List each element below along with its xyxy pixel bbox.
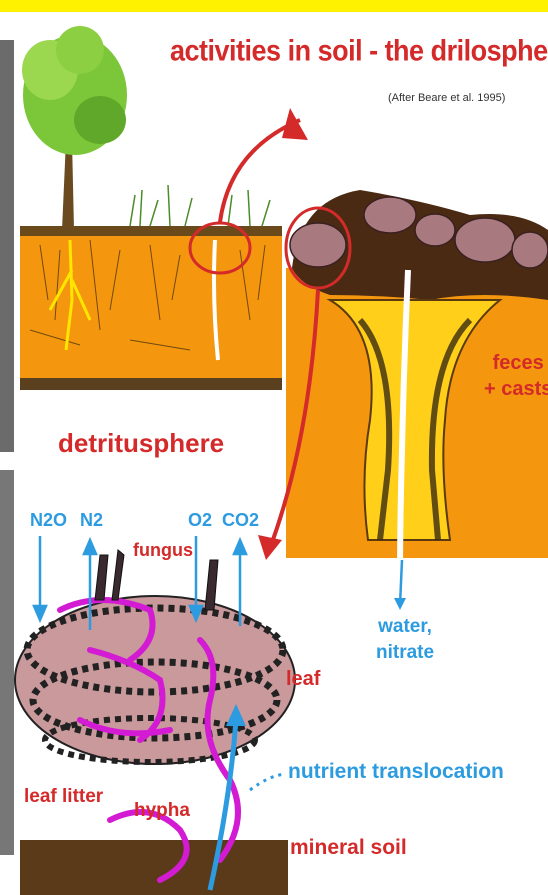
feces-label-line2: + casts <box>484 376 548 402</box>
n2-label: N2 <box>80 510 103 531</box>
leaf-litter-label: leaf litter <box>24 786 103 808</box>
detritusphere-label: detritusphere <box>58 428 224 459</box>
feces-label-line1: feces <box>484 350 548 376</box>
leaf-label: leaf <box>286 668 320 691</box>
water-label-line1: water, <box>376 614 434 640</box>
co2-label: CO2 <box>222 510 259 531</box>
citation-text: (After Beare et al. 1995) <box>388 92 505 104</box>
hypha-label: hypha <box>134 800 190 822</box>
fungus-label: fungus <box>133 540 193 561</box>
water-nitrate-label: water, nitrate <box>376 614 434 666</box>
mineral-soil-label: mineral soil <box>290 836 407 860</box>
soil-profile-panel <box>20 226 282 390</box>
feces-casts-label: feces + casts <box>484 350 548 402</box>
water-label-line2: nitrate <box>376 640 434 666</box>
diagram-title: activities in soil - the drilosphere <box>170 34 548 68</box>
n2o-label: N2O <box>30 510 67 531</box>
nutrient-translocation-label: nutrient translocation <box>288 760 504 784</box>
o2-label: O2 <box>188 510 212 531</box>
